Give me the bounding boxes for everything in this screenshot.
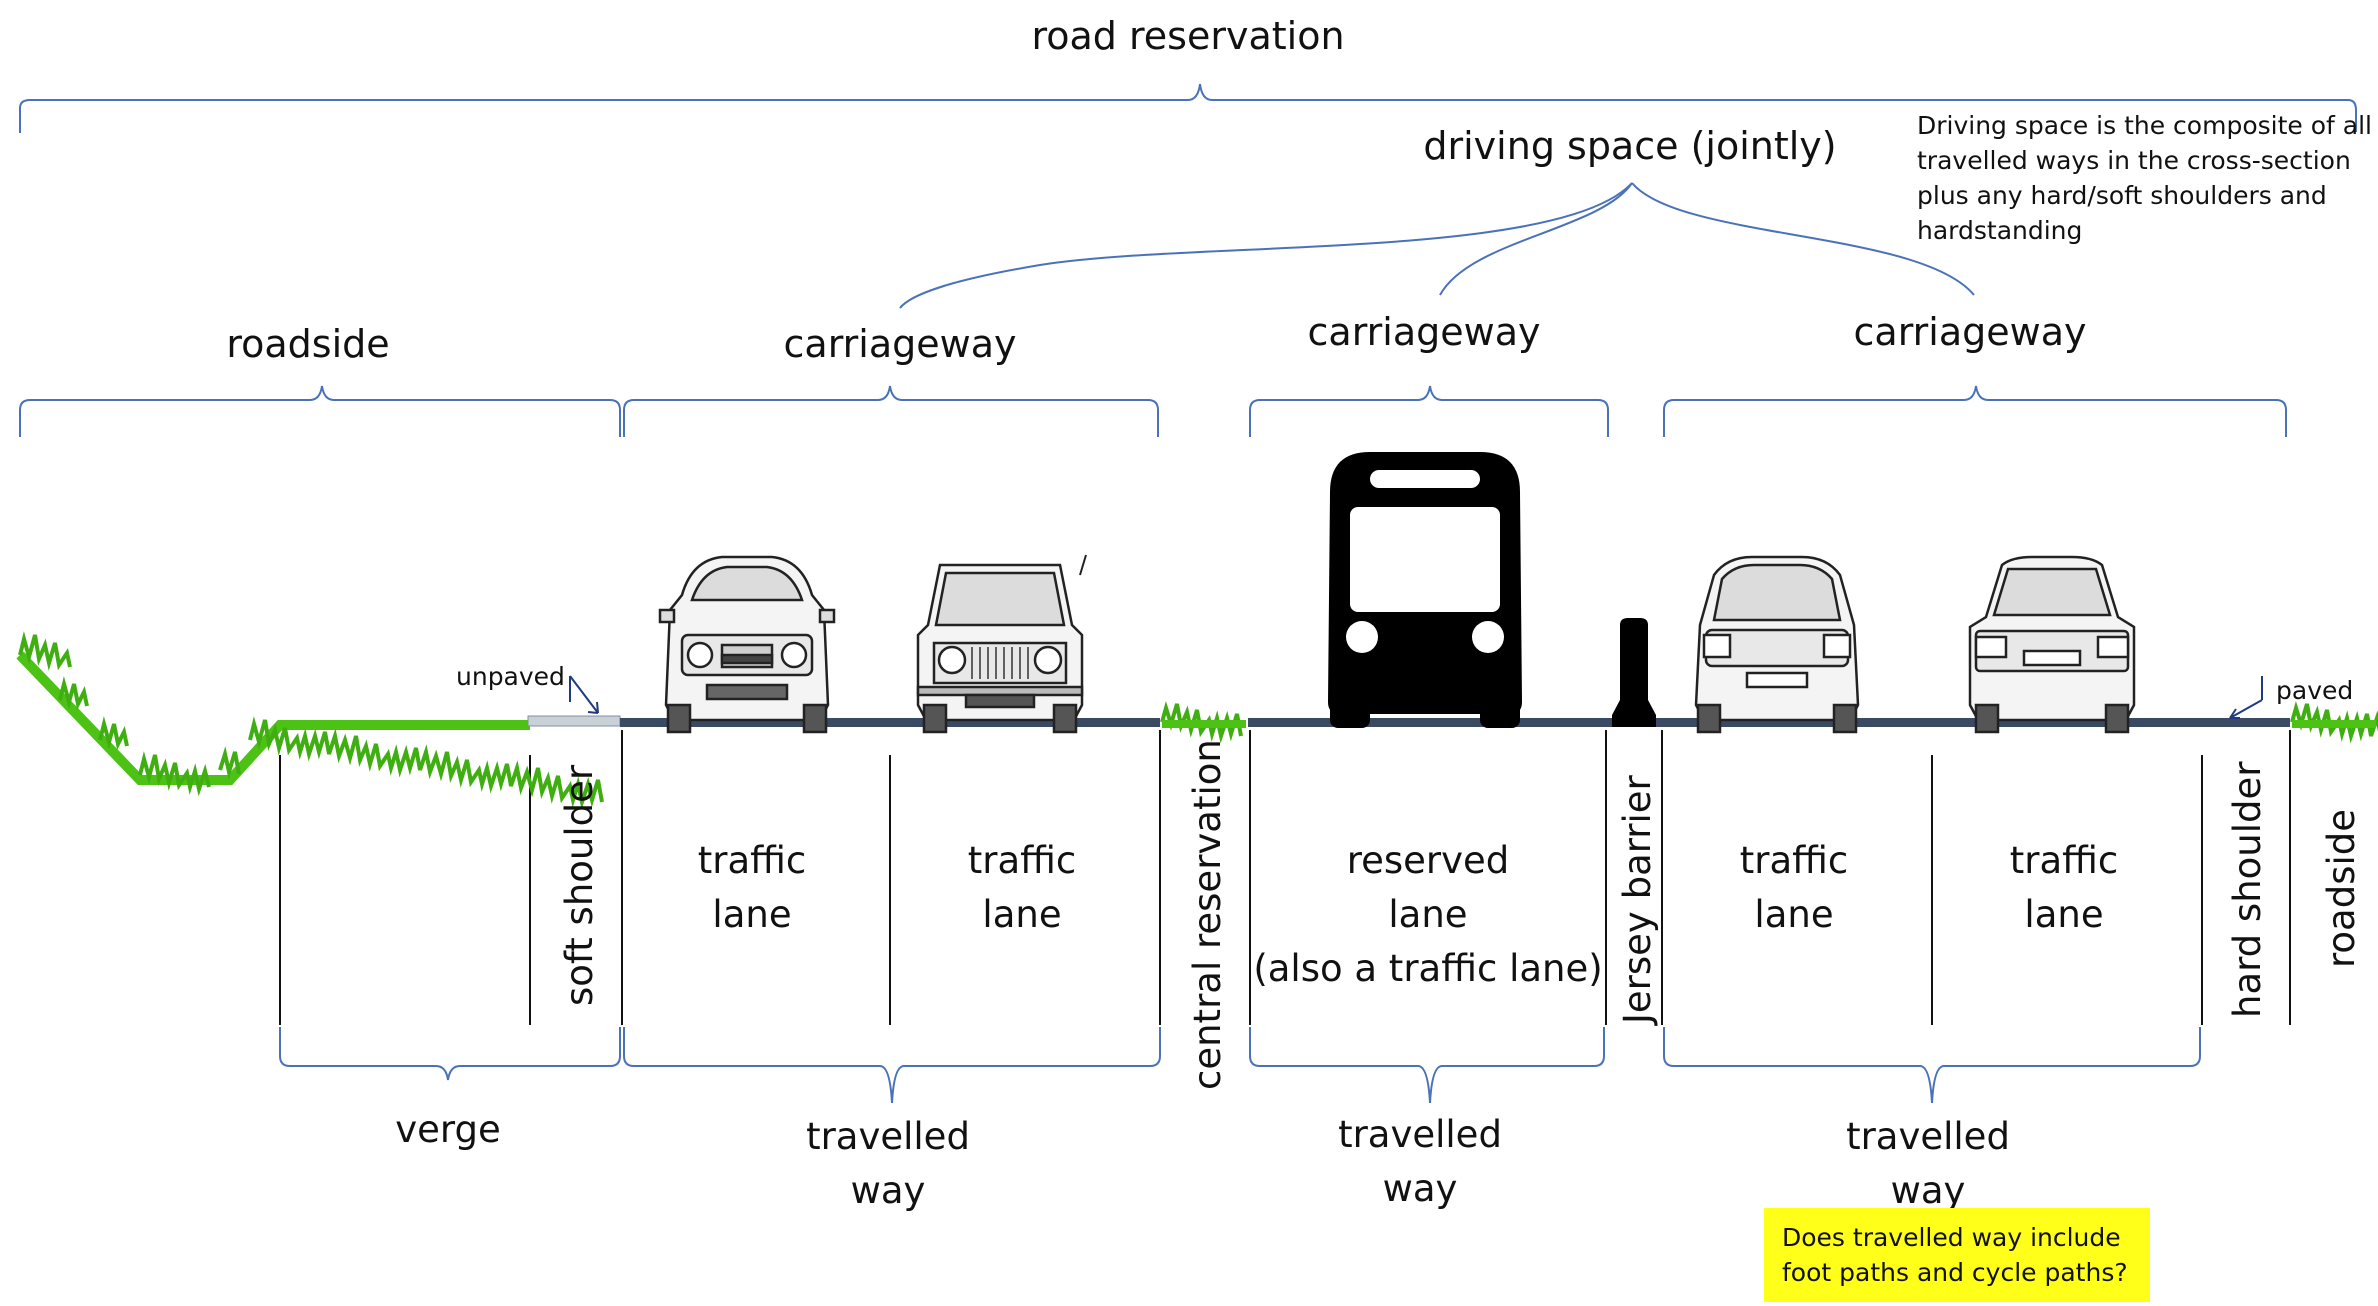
road-reservation-brace — [19, 83, 2357, 133]
traffic-lane-2-label: traffic lane — [967, 839, 1077, 936]
road-reservation-label: road reservation — [1031, 14, 1345, 58]
verge-brace — [279, 1027, 621, 1081]
carriageway-2-label: carriageway — [1307, 310, 1541, 354]
question-note: Does travelled way include foot paths an… — [1764, 1208, 2150, 1302]
road-surface — [620, 718, 2290, 727]
carriageway-3-brace — [1663, 385, 2287, 437]
carriageway-1-brace — [623, 385, 1159, 437]
travelled-way-2-brace — [1249, 1027, 1605, 1104]
travelled-way-1-label: travelled way — [806, 1115, 970, 1212]
arrow-icon — [569, 675, 2263, 719]
driving-space-curve-right — [1631, 182, 1975, 296]
driving-space-curve-mid — [1439, 182, 1633, 296]
carriageway-1-label: carriageway — [783, 322, 1017, 366]
reserved-lane-label: reserved lane (also a traffic lane) — [1253, 839, 1603, 990]
section-dividers — [279, 730, 2291, 1025]
roadside-label: roadside — [226, 322, 390, 366]
soft-shoulder-gravel — [527, 715, 621, 727]
traffic-lane-3-label: traffic lane — [1739, 839, 1849, 936]
central-reservation-label: central reservation — [1186, 739, 1229, 1090]
paved-label: paved — [2276, 676, 2354, 705]
hard-shoulder-label: hard shoulder — [2226, 761, 2269, 1019]
travelled-way-3-label: travelled way — [1846, 1115, 2010, 1212]
car-rear-icon — [1968, 555, 2136, 734]
travelled-way-3-brace — [1663, 1027, 2201, 1104]
unpaved-label: unpaved — [456, 662, 565, 691]
driving-space-note: Driving space is the composite of all tr… — [1917, 111, 2372, 245]
car-front-icon — [658, 555, 836, 734]
jersey-barrier-label: Jersey barrier — [1616, 775, 1659, 1024]
driving-space-curve-left — [899, 182, 1633, 309]
jersey-barrier-icon — [1612, 618, 1656, 727]
car-front-icon — [916, 554, 1087, 734]
grass-icon — [16, 631, 2378, 810]
carriageway-2-brace — [1249, 385, 1609, 437]
soft-shoulder-label: soft shoulder — [558, 764, 601, 1006]
brackets — [19, 83, 2357, 1104]
roadside-brace — [19, 385, 621, 437]
travelled-way-2-label: travelled way — [1338, 1113, 1502, 1210]
driving-space-label: driving space (jointly) — [1423, 124, 1837, 168]
verge-label: verge — [395, 1108, 501, 1151]
roadside-right-label: roadside — [2320, 808, 2363, 968]
traffic-lane-4-label: traffic lane — [2009, 839, 2119, 936]
car-rear-icon — [1694, 555, 1860, 734]
bus-icon — [1328, 452, 1522, 728]
carriageway-3-label: carriageway — [1853, 310, 2087, 354]
travelled-way-1-brace — [623, 1027, 1161, 1104]
traffic-lane-1-label: traffic lane — [697, 839, 807, 936]
